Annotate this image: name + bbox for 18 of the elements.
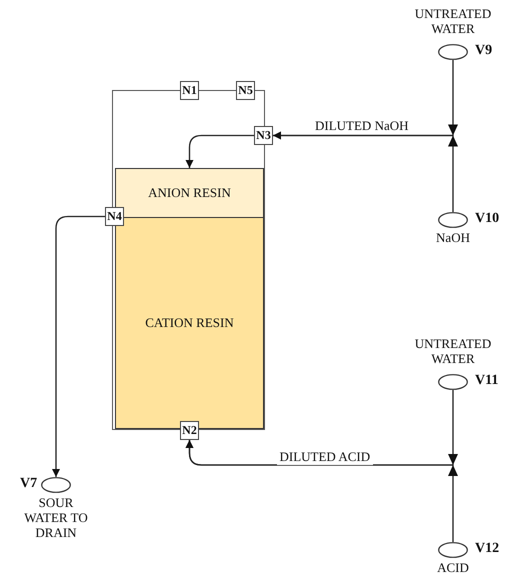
stream-label: UNTREATED WATER xyxy=(414,6,492,36)
stream-label: SOUR WATER TO DRAIN xyxy=(23,495,89,540)
stream-label: ACID xyxy=(436,560,470,575)
layer-label: CATION RESIN xyxy=(145,315,234,331)
valve-tag: V7 xyxy=(20,476,38,491)
stream-label: NaOH xyxy=(435,230,471,245)
nozzle: N3 xyxy=(254,126,273,145)
layer-label: ANION RESIN xyxy=(148,185,231,201)
valve-tag: V9 xyxy=(475,43,492,58)
edge-label: DILUTED ACID xyxy=(276,449,374,465)
valve-tag: V12 xyxy=(475,541,500,556)
nozzle: N4 xyxy=(105,207,124,226)
valve-tag: V10 xyxy=(475,211,500,226)
nozzle: N1 xyxy=(180,81,199,100)
nozzle: N5 xyxy=(236,81,255,100)
nozzle: N2 xyxy=(180,421,199,440)
stream-label: UNTREATED WATER xyxy=(414,336,492,366)
valve-tag: V11 xyxy=(475,373,498,388)
